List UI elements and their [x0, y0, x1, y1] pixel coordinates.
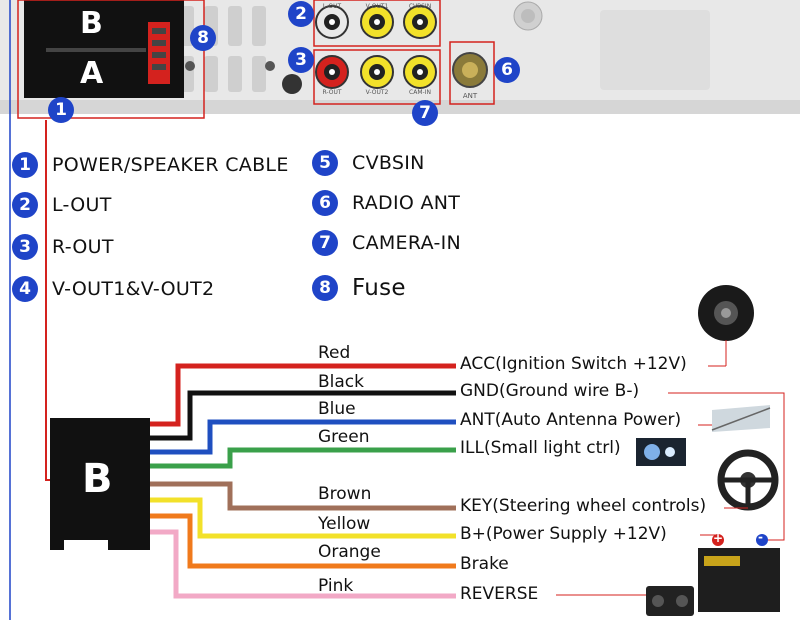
ignition-key-icon — [698, 285, 754, 341]
battery-positive-mark: + — [713, 531, 724, 545]
legend-label-5: CVBSIN — [352, 152, 425, 174]
battery-negative-mark: - — [758, 530, 763, 544]
callout-2: 2 — [288, 1, 314, 27]
callout-1: 1 — [48, 97, 74, 123]
legend-item-5: 5 CVBSIN — [312, 150, 425, 176]
rca-jack-l-out: L-OUT — [315, 3, 349, 39]
legend-label-2: L-OUT — [52, 194, 112, 216]
rca-jack-v-out2: V-OUT2 — [360, 55, 394, 96]
rca-jack-text: V-OUT2 — [366, 89, 389, 96]
wire-color-label: Pink — [318, 576, 354, 596]
wire-color-label: Blue — [318, 399, 356, 419]
harness-b-label: B — [82, 456, 113, 502]
legend-num-4: 4 — [12, 276, 38, 302]
legend-label-7: CAMERA-IN — [352, 232, 462, 254]
wire-color-label: Orange — [318, 542, 381, 562]
legend-num-8: 8 — [312, 275, 338, 301]
legend-label-8: Fuse — [352, 275, 406, 301]
battery-icon — [698, 534, 780, 612]
antenna-socket-text: ANT — [463, 92, 478, 100]
wire-function-label: ILL(Small light ctrl) — [460, 438, 621, 458]
legend-label-1: POWER/SPEAKER CABLE — [52, 154, 289, 176]
reverse-camera-icon — [646, 586, 694, 616]
wire-function-label: ANT(Auto Antenna Power) — [460, 410, 682, 430]
wire-yellow — [150, 497, 456, 539]
wire-function-label: ACC(Ignition Switch +12V) — [460, 354, 687, 374]
legend-num-6: 6 — [312, 190, 338, 216]
wire-black — [150, 390, 456, 441]
wire-color-label: Yellow — [318, 514, 371, 534]
legend-num-5: 5 — [312, 150, 338, 176]
rca-jack-text: L-OUT — [323, 3, 342, 10]
rca-jack-r-out: R-OUT — [315, 55, 349, 96]
legend-num-3: 3 — [12, 234, 38, 260]
wire-color-label: Brown — [318, 484, 372, 504]
callout-8: 8 — [190, 25, 216, 51]
wire-orange — [150, 513, 456, 569]
callout-7: 7 — [412, 100, 438, 126]
wire-pink — [150, 529, 456, 599]
rca-jack-text: V-OUT1 — [366, 3, 389, 10]
steering-wheel-icon — [717, 449, 779, 511]
wire-color-label: Green — [318, 427, 370, 447]
wire-color-label: Red — [318, 343, 351, 363]
rca-jack-v-out1: V-OUT1 — [360, 3, 394, 39]
wire-function-label: KEY(Steering wheel controls) — [460, 496, 707, 516]
wire-function-label: GND(Ground wire B-) — [460, 381, 640, 401]
legend-item-3: 3 R-OUT — [12, 234, 114, 260]
legend-label-6: RADIO ANT — [352, 192, 461, 214]
wire-function-label: Brake — [460, 554, 509, 574]
rca-jack-cam-in: CAM-IN — [403, 55, 437, 96]
legend-num-2: 2 — [12, 192, 38, 218]
wire-brown — [150, 481, 456, 511]
antenna-icon — [711, 405, 771, 432]
legend-item-1: 1 POWER/SPEAKER CABLE — [12, 152, 289, 178]
legend-num-1: 1 — [12, 152, 38, 178]
wire-harness-connector-b — [50, 418, 150, 550]
rca-jack-text: CVBSIN — [409, 3, 431, 10]
connector-a-label: A — [80, 56, 104, 91]
wire-blue — [150, 419, 456, 455]
legend-item-8: 8 Fuse — [312, 275, 406, 301]
wire-green — [150, 447, 456, 469]
rca-jack-text: R-OUT — [322, 89, 341, 96]
legend-item-6: 6 RADIO ANT — [312, 190, 460, 216]
headlight-icon — [636, 438, 686, 466]
legend-label-4: V-OUT1&V-OUT2 — [52, 278, 215, 300]
legend-item-4: 4 V-OUT1&V-OUT2 — [12, 276, 214, 302]
connector-b-label: B — [80, 6, 103, 41]
legend-item-7: 7 CAMERA-IN — [312, 230, 461, 256]
wire-function-label: REVERSE — [460, 584, 539, 604]
rca-jack-text: CAM-IN — [409, 89, 431, 96]
legend-item-2: 2 L-OUT — [12, 192, 112, 218]
callout-6: 6 — [494, 57, 520, 83]
wire-function-label: B+(Power Supply +12V) — [460, 524, 667, 544]
wire-red — [150, 363, 456, 427]
rca-jack-cvbsin: CVBSIN — [403, 3, 437, 39]
legend-label-3: R-OUT — [52, 236, 114, 258]
callout-3: 3 — [288, 47, 314, 73]
legend-num-7: 7 — [312, 230, 338, 256]
wire-color-label: Black — [318, 372, 364, 392]
